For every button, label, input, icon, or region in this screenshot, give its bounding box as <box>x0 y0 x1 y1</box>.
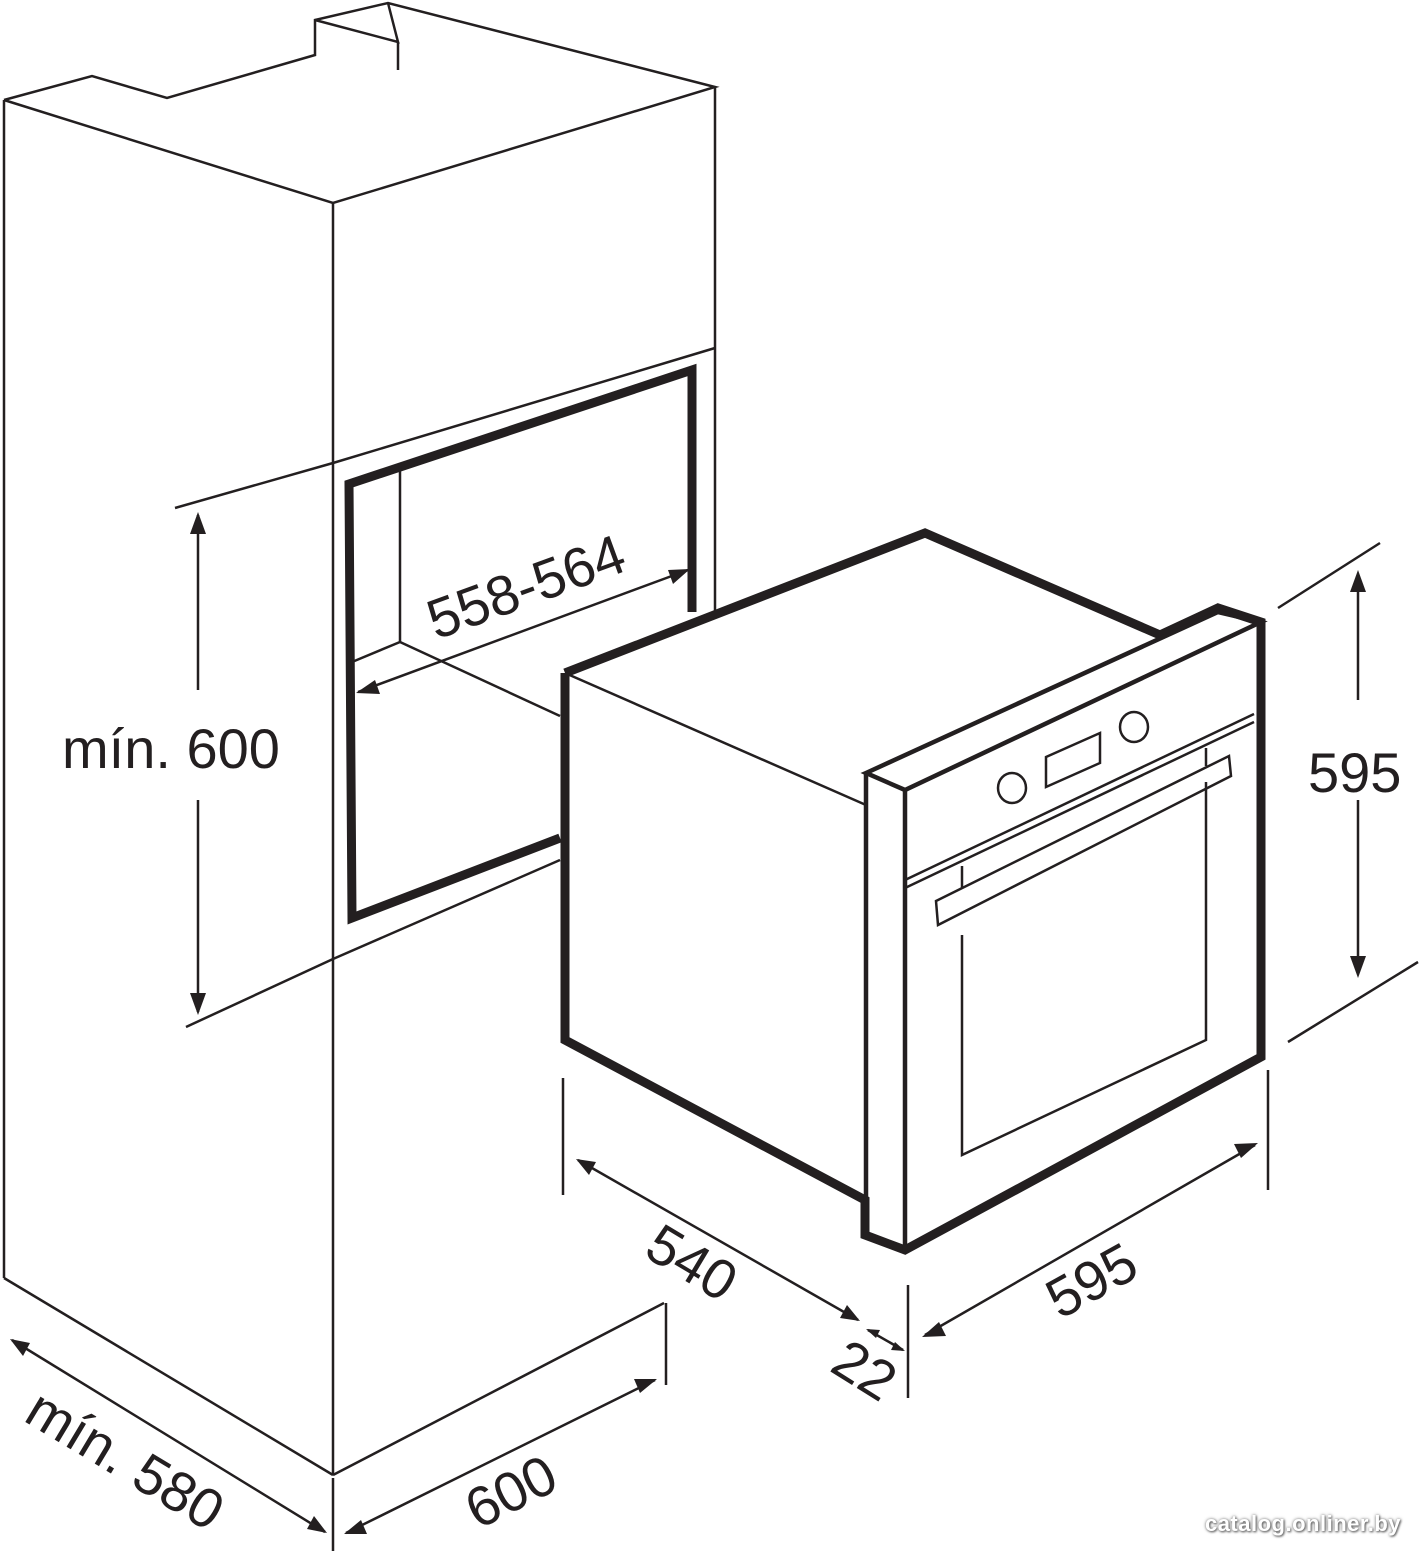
dim-cabinet-width <box>331 1303 668 1551</box>
oven-front-panel <box>860 609 1268 793</box>
dim-niche-width <box>356 568 690 694</box>
cabinet-top-notch <box>314 2 400 44</box>
oven-display <box>1044 731 1102 789</box>
label-front-panel: 22 <box>822 1327 908 1413</box>
dim-front-panel <box>866 1328 905 1352</box>
label-niche-height: mín. 600 <box>62 717 280 780</box>
oven-door-handle <box>934 754 1233 927</box>
dim-oven-width <box>906 1070 1270 1398</box>
label-oven-height: 595 <box>1308 741 1401 804</box>
dim-oven-height <box>1277 541 1419 1044</box>
label-cabinet-width: 600 <box>455 1442 567 1541</box>
oven-body <box>560 528 1266 1255</box>
cabinet-bottom-left <box>3 1276 334 1477</box>
cabinet <box>2 1 720 1477</box>
oven-knob-right <box>1118 710 1150 744</box>
cabinet-bottom-right <box>332 1301 665 1477</box>
dim-niche-height <box>190 512 206 1015</box>
label-oven-depth: 540 <box>636 1211 749 1313</box>
oven-knob-left <box>996 771 1028 805</box>
label-niche-width: 558-564 <box>419 522 634 651</box>
niche-opening <box>344 363 697 925</box>
dim-cabinet-depth <box>10 1338 327 1534</box>
oven-door-window <box>960 782 1208 1157</box>
watermark-text: catalog.onliner.by <box>1204 1511 1401 1536</box>
dim-oven-depth <box>561 1078 860 1322</box>
oven <box>560 528 1268 1255</box>
label-cabinet-depth: mín. 580 <box>16 1376 235 1542</box>
label-oven-width: 595 <box>1035 1230 1147 1330</box>
